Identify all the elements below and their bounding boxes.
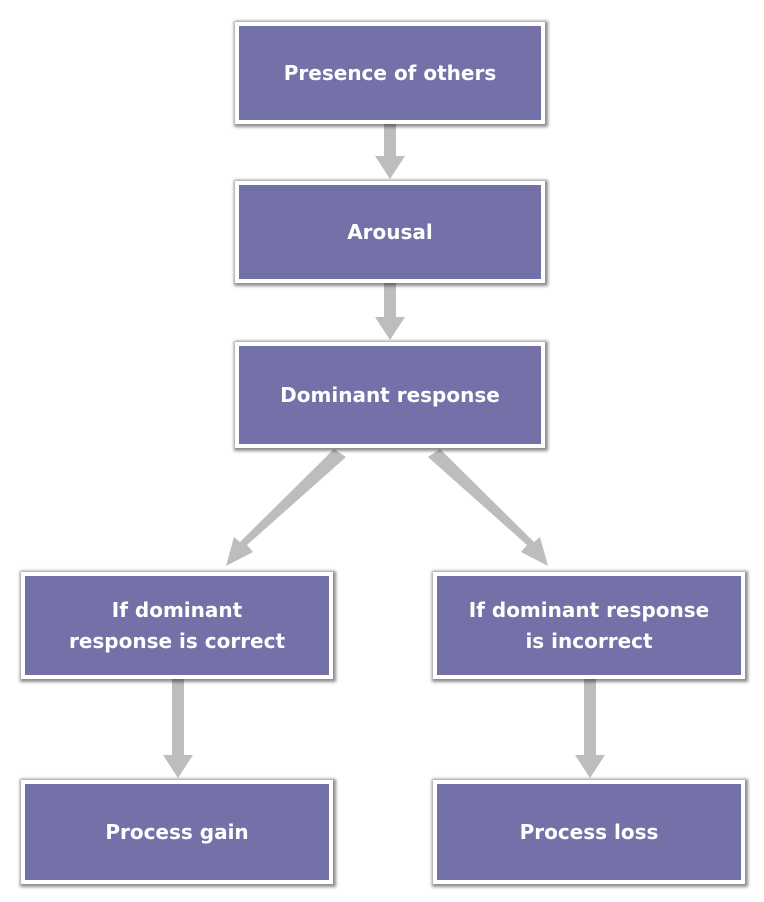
node-label: Dominant response	[280, 382, 500, 407]
arrow-arousal-to-dominant	[375, 283, 405, 340]
node-label: Arousal	[347, 219, 433, 244]
node-label: If dominant response is correct	[68, 597, 286, 653]
node-dominant-response: Dominant response	[235, 342, 545, 448]
node-label: Process gain	[105, 819, 249, 844]
node-arousal: Arousal	[235, 181, 545, 283]
arrow-correct-to-gain	[163, 679, 193, 778]
arrow-dominant-to-correct	[226, 449, 346, 566]
node-label: Presence of others	[283, 60, 497, 85]
node-process-gain: Process gain	[21, 780, 333, 884]
node-if-incorrect: If dominant response is incorrect	[433, 572, 745, 679]
node-label: Process loss	[519, 819, 659, 844]
node-if-correct: If dominant response is correct	[21, 572, 333, 679]
arrow-dominant-to-incorrect	[428, 449, 548, 566]
node-process-loss: Process loss	[433, 780, 745, 884]
arrow-incorrect-to-loss	[575, 679, 605, 778]
arrow-presence-to-arousal	[375, 124, 405, 179]
node-label: If dominant response is incorrect	[468, 597, 710, 653]
node-presence-of-others: Presence of others	[235, 22, 545, 124]
